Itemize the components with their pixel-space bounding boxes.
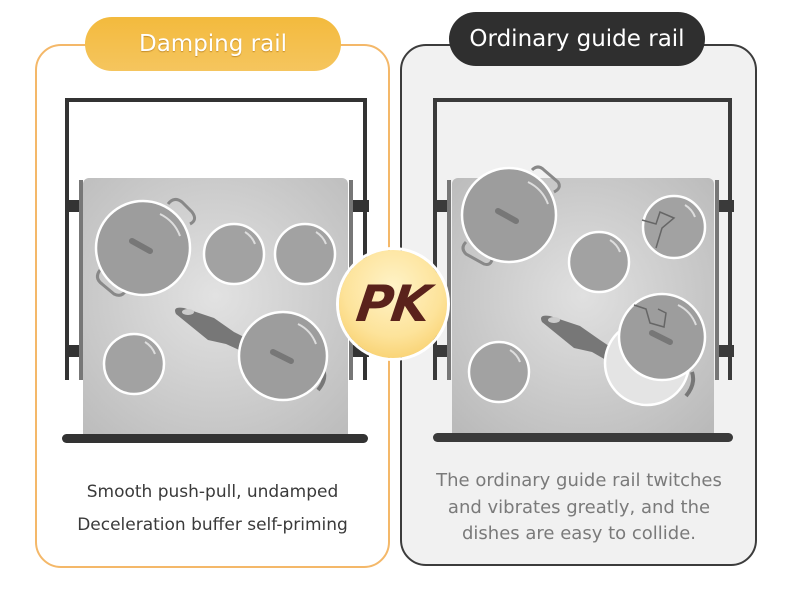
caption-line: and vibrates greatly, and the: [447, 496, 711, 518]
plate-icon: [467, 340, 531, 404]
caption-line: Deceleration buffer self-priming: [77, 515, 348, 535]
drawer-rail: [433, 433, 733, 442]
drawer-frame-icon: [433, 98, 734, 380]
caption-line: Smooth push-pull, undamped: [86, 482, 339, 502]
drawer-rail: [62, 434, 368, 443]
caption-line: dishes are easy to collide.: [462, 523, 696, 544]
pk-text: PK: [353, 275, 433, 333]
pan-icon: [175, 307, 329, 402]
ordinary-rail-title: Ordinary guide rail: [449, 12, 705, 66]
pk-badge: PK: [339, 250, 447, 358]
plate-icon: [273, 222, 337, 286]
ordinary-rail-caption: The ordinary guide rail twitches and vib…: [405, 468, 753, 548]
pan-icon: [541, 292, 707, 407]
cracked-plate-icon: [641, 194, 707, 260]
plate-icon: [202, 222, 266, 286]
damping-rail-caption: Smooth push-pull, undamped Deceleration …: [40, 476, 385, 542]
pot-icon: [460, 165, 561, 266]
pot-icon: [94, 197, 197, 297]
plate-icon: [102, 332, 166, 396]
damping-rail-title: Damping rail: [85, 17, 341, 71]
plate-icon: [567, 230, 631, 294]
ordinary-drawer-illustration: [433, 98, 734, 442]
caption-line: The ordinary guide rail twitches: [436, 470, 722, 491]
damping-drawer-illustration: [62, 98, 369, 443]
